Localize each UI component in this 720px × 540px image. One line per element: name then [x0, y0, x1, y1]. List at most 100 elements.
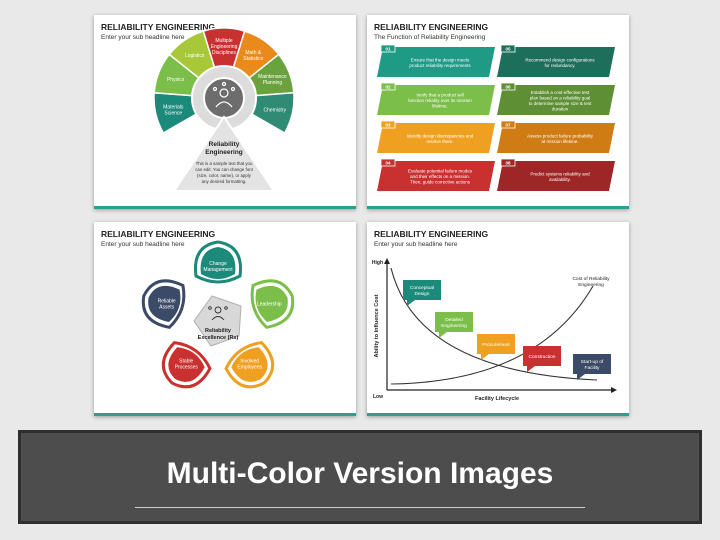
function-text: availability.	[549, 177, 571, 182]
banner-title: Multi-Color Version Images	[166, 457, 554, 490]
segment-label: Logistics	[185, 53, 205, 59]
stage-label: Construction	[529, 354, 556, 360]
function-card	[497, 85, 615, 115]
stage-label: Design	[415, 291, 430, 297]
stage-callout-tail	[527, 366, 535, 372]
petal-label: Involved	[240, 359, 259, 365]
petal-label: Processes	[175, 365, 199, 371]
banner-underline	[135, 507, 585, 508]
wheel-hub	[203, 77, 245, 119]
petal	[141, 279, 186, 329]
stage-label: Start-up of	[581, 359, 604, 365]
stage-callout	[477, 334, 515, 354]
function-text: Establish a cost-effective test	[531, 90, 590, 95]
function-text: and their effects on a mission.	[410, 174, 470, 179]
x-axis-arrow	[611, 387, 617, 393]
function-card	[377, 85, 495, 115]
function-number-tab	[380, 120, 396, 129]
function-text: lifetime.	[432, 104, 448, 109]
slide-thumbnail-wheel[interactable]: RELIABILITY ENGINEERING Enter your sub h…	[94, 15, 356, 209]
function-text: Then, guide corrective actions	[410, 180, 471, 185]
center-pentagon	[193, 295, 242, 347]
function-text: product reliability requirements	[409, 63, 471, 68]
sample-text-l4: any desired formatting.	[202, 179, 247, 184]
segment-label: Physics	[167, 77, 185, 83]
stage-callout	[435, 312, 473, 332]
function-text: function reliably over its mission	[408, 98, 472, 103]
center-triangle	[172, 115, 276, 192]
petal-label: Reliable	[158, 298, 176, 304]
slide-title: RELIABILITY ENGINEERING	[374, 229, 489, 239]
function-number: 04	[385, 160, 391, 165]
x-axis-title: Facility Lifecycle	[475, 396, 519, 402]
slide-thumbnail-lifecycle[interactable]: RELIABILITY ENGINEERING Enter your sub h…	[367, 222, 629, 416]
center-label-line1: Reliability	[209, 141, 240, 148]
petal-label: Employees	[237, 365, 262, 371]
sample-text-l3: (size, color, name), or apply	[197, 173, 252, 178]
function-text: Assess product failure probability	[527, 133, 594, 138]
segment-label: Chemistry	[263, 108, 286, 114]
stage-callout-tail	[439, 332, 447, 338]
slide-thumbnail-excellence[interactable]: RELIABILITY ENGINEERING Enter your sub h…	[94, 222, 356, 416]
function-text: Recommend design configurations	[525, 57, 595, 62]
petal	[193, 240, 243, 284]
function-number-tab	[500, 158, 516, 167]
function-text: Verify that a product will	[416, 93, 464, 98]
center-label-line2: Engineering	[205, 149, 243, 156]
petal-label: Change	[209, 261, 227, 267]
function-number: 01	[385, 46, 391, 51]
center-label-line1: Reliability	[205, 328, 232, 334]
function-number-tab	[500, 82, 516, 91]
segment-label: Engineering	[211, 44, 238, 50]
cost-curve-label-l1: Cost of Reliability	[572, 276, 610, 282]
petal-label: Management	[203, 267, 233, 273]
function-text: Evaluate potential failure modes	[408, 169, 473, 174]
slide-title: RELIABILITY ENGINEERING	[374, 22, 489, 32]
team-icon	[208, 306, 228, 321]
petal-label: Stable	[179, 359, 193, 365]
function-number-tab	[380, 82, 396, 91]
slide-accent-bar	[94, 413, 356, 416]
stage-label: Conceptual	[410, 285, 434, 291]
segment-label: Materials	[163, 105, 184, 111]
version-banner: Multi-Color Version Images	[18, 430, 702, 524]
slide-subtitle: Enter your sub headline here	[101, 34, 185, 41]
function-number-tab	[380, 158, 396, 167]
function-text: plan based on a reliability goal	[530, 95, 591, 100]
stage-callout	[523, 346, 561, 366]
function-text: resolve them.	[426, 139, 453, 144]
function-text: at mission lifetime.	[541, 139, 578, 144]
function-text: to determine sample size & test	[529, 101, 593, 106]
low-label: Low	[373, 394, 383, 400]
function-text: Ensure that the design meets	[411, 57, 470, 62]
function-number: 05	[505, 46, 511, 51]
segment-label: Multiple	[215, 38, 232, 44]
slide-thumbnail-functions[interactable]: RELIABILITY ENGINEERING The Function of …	[367, 15, 629, 209]
stage-callout-tail	[481, 354, 489, 360]
function-card	[497, 161, 615, 191]
high-label: High	[372, 260, 383, 266]
influence-curve	[390, 267, 598, 381]
function-number: 06	[505, 84, 511, 89]
cost-curve	[390, 285, 594, 385]
segment-label: Disciplines	[212, 50, 236, 56]
function-card	[377, 47, 495, 77]
petal	[250, 279, 295, 329]
function-card	[497, 123, 615, 153]
stage-label: Procurement	[482, 342, 510, 348]
function-number: 02	[385, 84, 391, 89]
function-card	[377, 161, 495, 191]
stage-label: Detailed	[445, 317, 463, 323]
petal-label: Leadership	[257, 301, 282, 307]
function-number-tab	[380, 44, 396, 53]
stage-label: Engineering	[441, 323, 467, 329]
function-text: Identify design discrepancies and	[407, 133, 474, 138]
sample-text-l1: This is a sample text that you	[196, 161, 253, 166]
segment-label: Math &	[245, 50, 262, 56]
petal-diagram: ChangeManagementLeadershipInvolvedEmploy…	[141, 240, 295, 389]
function-text: duration	[552, 106, 569, 111]
slide-title: RELIABILITY ENGINEERING	[101, 229, 216, 239]
y-axis-arrow	[384, 258, 390, 264]
slide-accent-bar	[94, 206, 356, 209]
